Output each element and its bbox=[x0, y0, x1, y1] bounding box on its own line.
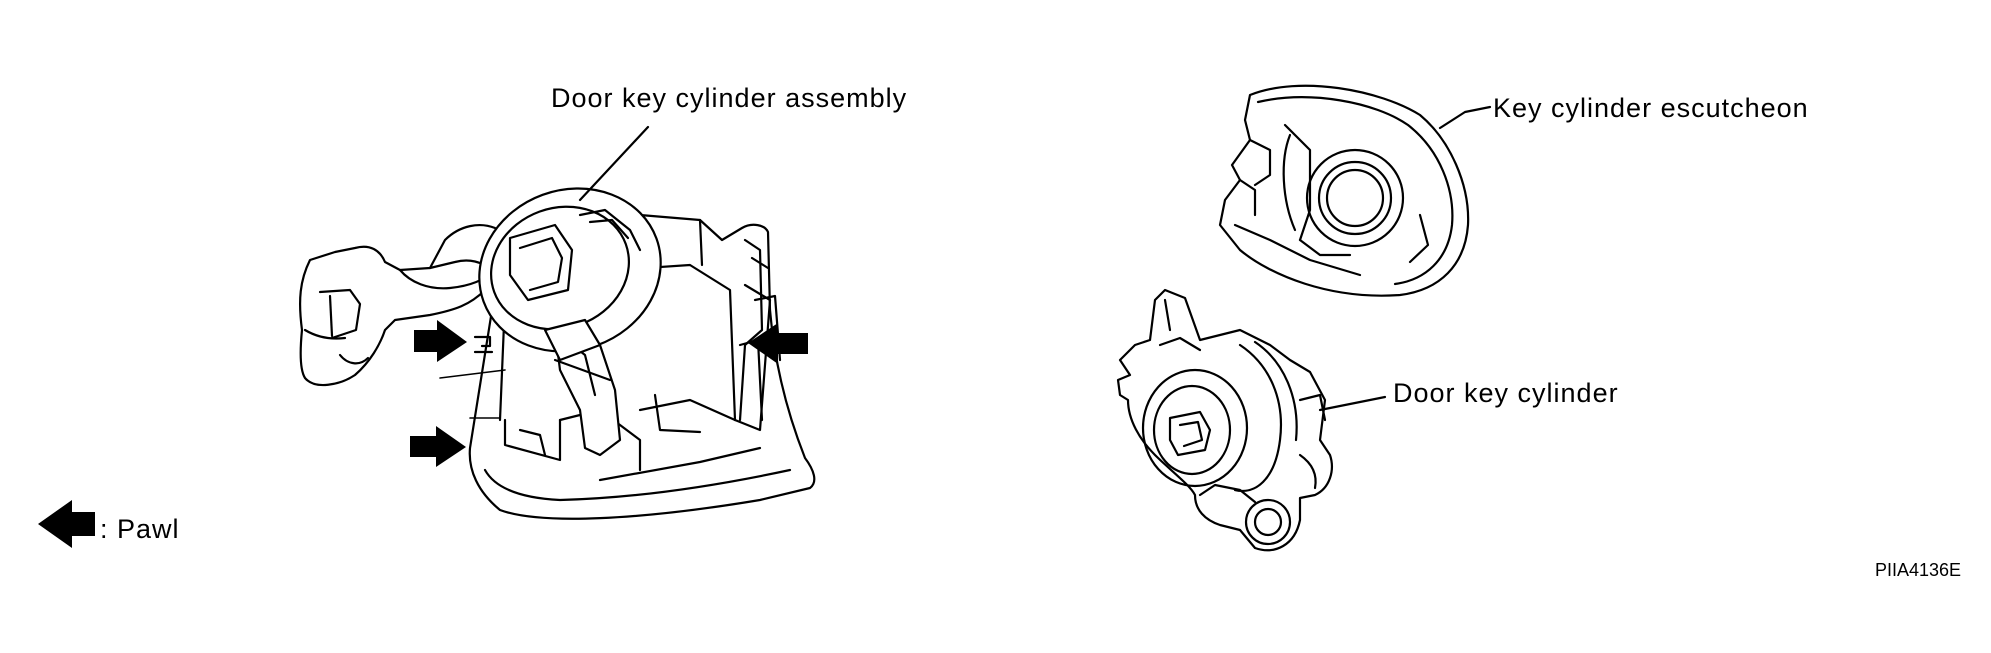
key-cylinder-escutcheon-drawing bbox=[1218, 84, 1470, 297]
door-key-cylinder-drawing bbox=[1116, 288, 1333, 552]
escutcheon-leader-line bbox=[1438, 105, 1492, 130]
pawl-arrow-icon-1 bbox=[414, 320, 467, 362]
assembly-leader-line bbox=[578, 125, 650, 202]
figure-code: PIIA4136E bbox=[1875, 560, 1962, 580]
pawl-legend-label: : Pawl bbox=[100, 514, 180, 544]
door-key-cylinder-label: Door key cylinder bbox=[1393, 378, 1619, 408]
escutcheon-label: Key cylinder escutcheon bbox=[1493, 93, 1809, 123]
pawl-arrow-icon bbox=[38, 500, 95, 548]
assembly-label: Door key cylinder assembly bbox=[551, 83, 908, 113]
pawl-arrow-icon-2 bbox=[410, 426, 466, 467]
cylinder-leader-line bbox=[1318, 395, 1387, 412]
pawl-arrow-icon-3 bbox=[748, 323, 808, 364]
door-key-cylinder-assembly-drawing bbox=[298, 187, 816, 520]
